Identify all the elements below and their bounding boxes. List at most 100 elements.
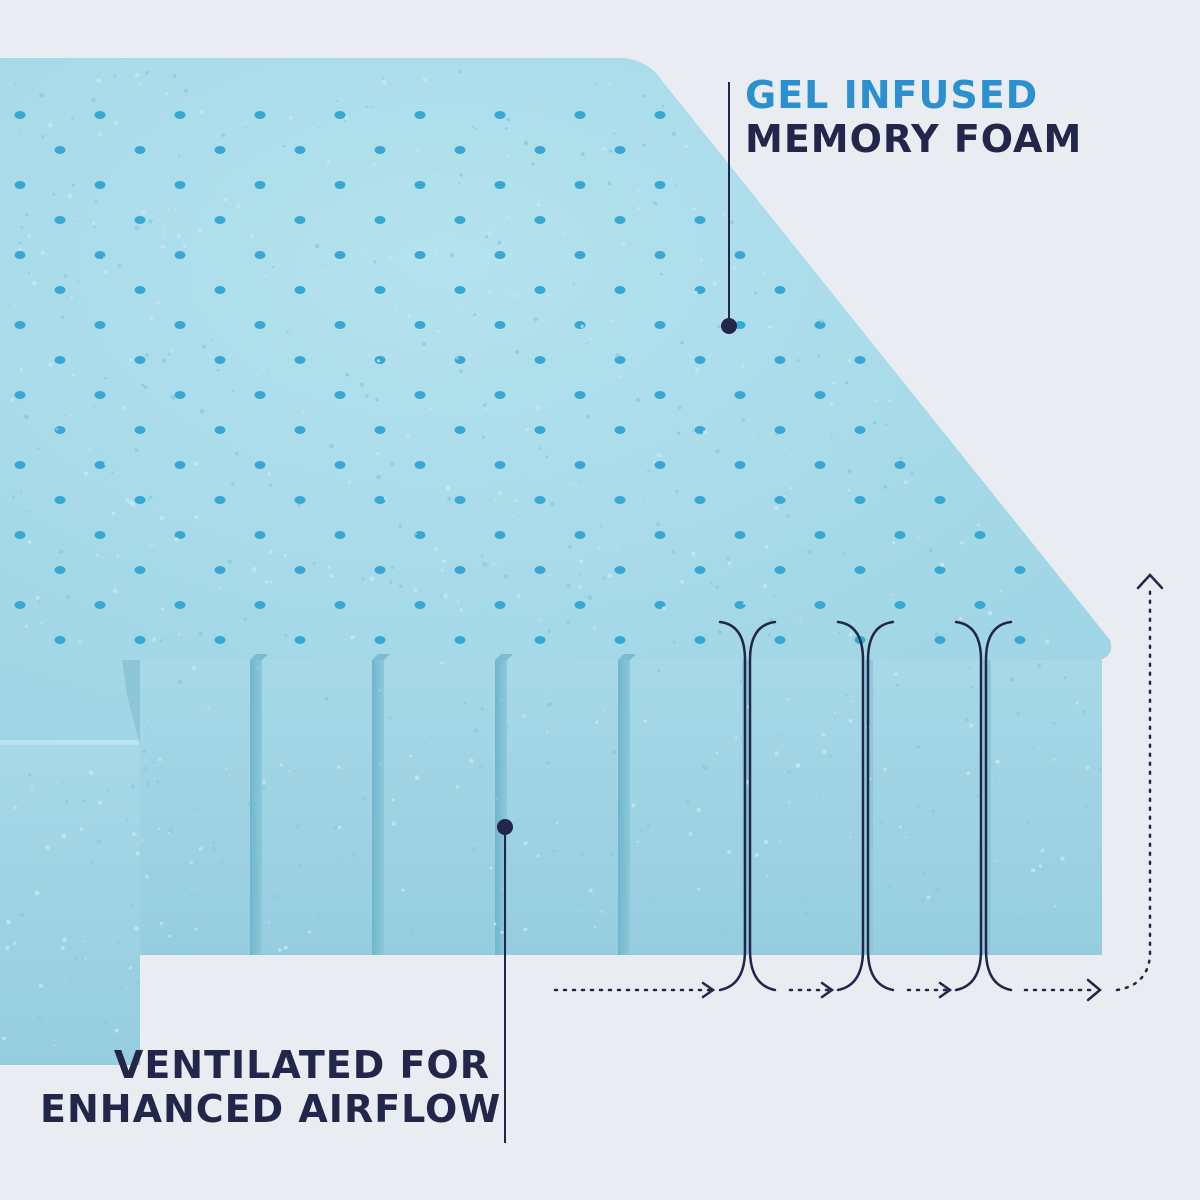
foam-speckle <box>507 215 511 219</box>
foam-speckle <box>848 632 853 637</box>
foam-speckle <box>255 666 261 671</box>
foam-speckle <box>48 123 53 128</box>
foam-speckle <box>406 433 410 437</box>
foam-speckle <box>198 847 203 851</box>
foam-speckle <box>306 487 308 489</box>
foam-speckle <box>677 405 682 410</box>
foam-speckle <box>657 453 662 458</box>
foam-speckle <box>193 887 196 889</box>
foam-speckle <box>799 620 802 623</box>
foam-speckle <box>874 794 877 797</box>
foam-speckle <box>741 418 746 423</box>
foam-speckle <box>145 70 150 75</box>
foam-speckle <box>933 946 938 952</box>
foam-speckle <box>550 501 555 507</box>
foam-speckle <box>636 840 639 843</box>
foam-speckle <box>6 919 11 925</box>
foam-speckle <box>54 1044 56 1047</box>
foam-speckle <box>894 672 898 676</box>
perforation-hole <box>174 251 186 259</box>
foam-speckle <box>1032 746 1035 749</box>
foam-speckle <box>41 134 45 138</box>
perforation-hole <box>894 601 906 609</box>
foam-speckle <box>833 711 836 714</box>
foam-speckle <box>335 861 338 864</box>
foam-speckle <box>780 733 783 735</box>
perforation-hole <box>134 356 146 364</box>
foam-speckle <box>547 629 551 633</box>
perforation-hole <box>494 461 506 469</box>
foam-speckle <box>422 76 428 82</box>
foam-speckle <box>612 132 616 135</box>
foam-speckle <box>786 514 790 518</box>
foam-speckle <box>579 573 582 576</box>
foam-speckle <box>677 431 681 436</box>
foam-speckle <box>79 827 84 831</box>
foam-speckle <box>715 585 719 590</box>
perforation-hole <box>134 146 146 154</box>
foam-speckle <box>335 100 338 103</box>
foam-speckle <box>271 302 274 305</box>
foam-speckle <box>201 846 203 848</box>
foam-speckle <box>24 624 28 628</box>
foam-speckle <box>990 762 994 766</box>
foam-speckle <box>84 940 86 942</box>
foam-speckle <box>103 1020 108 1025</box>
foam-speckle <box>516 294 520 298</box>
foam-speckle <box>350 635 355 640</box>
foam-speckle <box>174 537 179 542</box>
foam-speckle <box>40 250 46 255</box>
foam-speckle <box>482 562 487 567</box>
foam-speckle <box>101 554 103 556</box>
foam-speckle <box>308 930 312 934</box>
perforation-hole <box>614 146 626 154</box>
foam-speckle <box>27 772 32 777</box>
foam-speckle <box>112 588 118 594</box>
foam-speckle <box>593 626 596 629</box>
foam-speckle <box>822 749 827 755</box>
foam-speckle <box>547 693 550 695</box>
foam-speckle <box>804 550 807 554</box>
foam-speckle <box>802 898 805 901</box>
perforation-hole <box>414 111 426 119</box>
foam-speckle <box>343 119 347 122</box>
gel-callout-label: GEL INFUSED MEMORY FOAM <box>745 73 1082 161</box>
perforation-hole <box>54 146 66 154</box>
foam-speckle <box>12 495 16 499</box>
foam-speckle <box>588 888 593 893</box>
perforation-hole <box>694 496 706 504</box>
perforation-hole <box>14 461 26 469</box>
foam-speckle <box>119 985 123 990</box>
foam-speckle <box>24 212 29 217</box>
foam-speckle <box>566 583 571 588</box>
foam-speckle <box>763 272 766 275</box>
foam-notch-edge <box>122 660 140 745</box>
perforation-hole <box>454 496 466 504</box>
perforation-hole <box>894 461 906 469</box>
foam-speckle <box>615 546 618 549</box>
foam-speckle <box>754 853 759 858</box>
foam-speckle <box>365 393 369 398</box>
foam-speckle <box>763 583 768 588</box>
perforation-hole <box>294 636 306 644</box>
foam-speckle <box>589 902 592 905</box>
foam-speckle <box>168 828 173 833</box>
perforation-hole <box>534 566 546 574</box>
foam-speckle <box>1084 803 1089 809</box>
foam-speckle <box>71 116 74 120</box>
foam-speckle <box>715 449 720 454</box>
foam-speckle <box>413 588 418 592</box>
perforation-hole <box>574 181 586 189</box>
foam-speckle <box>18 131 21 134</box>
foam-speckle <box>268 921 270 924</box>
foam-speckle <box>13 805 17 810</box>
perforation-hole <box>254 111 266 119</box>
foam-speckle <box>890 593 893 596</box>
foam-speckle <box>580 324 584 328</box>
ventilation-slot-top <box>250 654 268 660</box>
ventilation-slot-top <box>495 654 513 660</box>
foam-speckle <box>835 347 838 350</box>
foam-speckle <box>102 256 106 259</box>
perforation-hole <box>654 251 666 259</box>
foam-speckle <box>545 760 550 765</box>
